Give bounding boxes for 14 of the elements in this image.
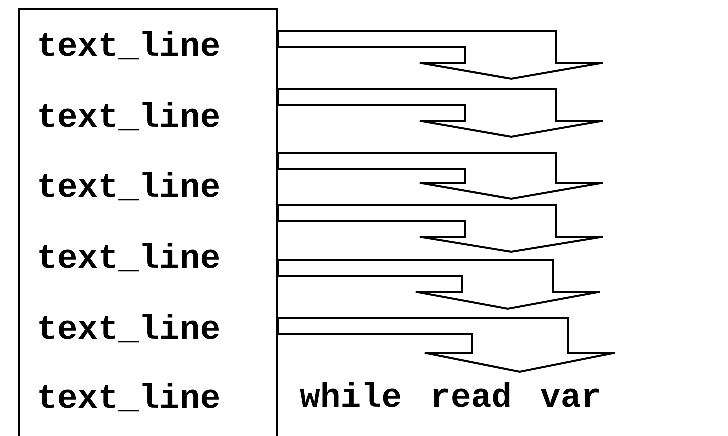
- frame-box: [18, 8, 278, 436]
- code-line: text_line: [20, 28, 276, 68]
- code-line: text_line: [20, 169, 276, 209]
- code-line: text_line: [20, 240, 276, 280]
- code-line: text_line: [20, 99, 276, 139]
- block-arrow: [277, 204, 604, 254]
- code-line: text_line: [20, 380, 276, 420]
- block-arrow: [277, 88, 604, 138]
- block-arrow: [277, 317, 616, 374]
- block-arrow: [277, 152, 604, 200]
- code-text: while read var: [300, 380, 602, 418]
- block-arrow: [277, 30, 604, 80]
- code-line: text_line: [20, 311, 276, 351]
- block-arrow: [277, 259, 601, 310]
